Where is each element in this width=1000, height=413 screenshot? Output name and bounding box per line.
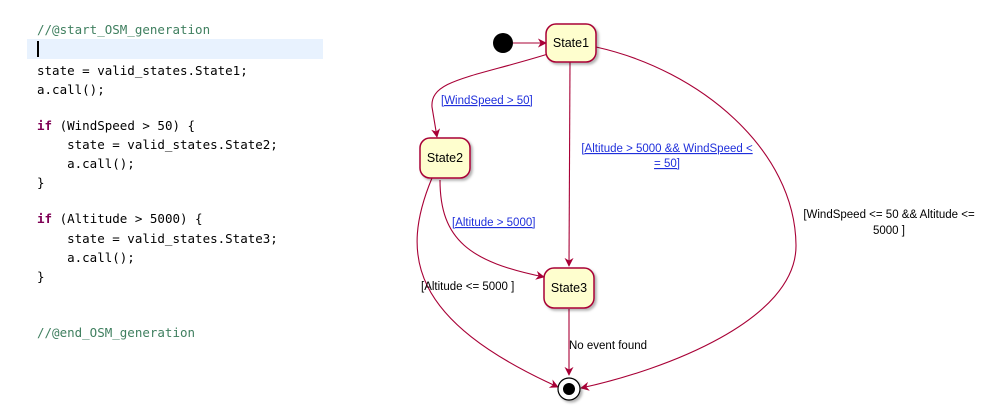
- code-line-end-marker[interactable]: //@end_OSM_generation: [37, 325, 196, 340]
- state-state2[interactable]: State2: [419, 137, 471, 179]
- code-line-state-assign-3[interactable]: state = valid_states.State3;: [37, 231, 278, 246]
- final-node: [557, 377, 581, 401]
- guard-altitude-le-5000: [Altitude <= 5000 ]: [421, 281, 514, 293]
- code-line-call-3[interactable]: a.call();: [37, 250, 135, 265]
- initial-node: [493, 33, 513, 53]
- edge-state1-to-state2: [431, 53, 549, 138]
- state1-label: State1: [553, 36, 589, 50]
- code-line-if-altitude[interactable]: if (Altitude > 5000) {: [37, 211, 203, 226]
- svg-text:= 50]: = 50]: [654, 158, 680, 170]
- state-state3[interactable]: State3: [543, 267, 595, 309]
- svg-text:[Altitude > 5000 && WindSpeed: [Altitude > 5000 && WindSpeed <: [581, 143, 753, 155]
- label-no-event-found: No event found: [569, 340, 647, 352]
- text-caret: [37, 41, 39, 57]
- state2-label: State2: [427, 151, 463, 165]
- code-line-current[interactable]: [27, 39, 323, 59]
- code-line-state-assign-1[interactable]: state = valid_states.State1;: [37, 63, 248, 78]
- code-editor[interactable]: //@start_OSM_generation state = valid_st…: [0, 0, 330, 413]
- svg-text:[WindSpeed <= 50 && Altitude <: [WindSpeed <= 50 && Altitude <=: [803, 209, 975, 221]
- edge-state1-to-end: [580, 46, 797, 391]
- code-line-call-1[interactable]: a.call();: [37, 82, 105, 97]
- edge-state2-to-state3: [439, 179, 545, 280]
- code-line-close-brace-1[interactable]: }: [37, 175, 45, 190]
- code-line-if-windspeed[interactable]: if (WindSpeed > 50) {: [37, 118, 196, 133]
- state-state1[interactable]: State1: [545, 23, 597, 63]
- code-line-call-2[interactable]: a.call();: [37, 156, 135, 171]
- guard-windspeed-le-50-and-altitude: [WindSpeed <= 50 && Altitude <= 5000 ]: [803, 209, 975, 237]
- edge-state1-to-state3: [564, 61, 574, 267]
- code-line-close-brace-2[interactable]: }: [37, 269, 45, 284]
- guard-altitude-gt-5000-and-windspeed[interactable]: [Altitude > 5000 && WindSpeed < = 50]: [581, 143, 753, 170]
- code-line-state-assign-2[interactable]: state = valid_states.State2;: [37, 137, 278, 152]
- svg-text:5000 ]: 5000 ]: [873, 225, 905, 237]
- code-line-start-marker[interactable]: //@start_OSM_generation: [37, 22, 211, 37]
- state3-label: State3: [551, 281, 587, 295]
- guard-altitude-gt-5000[interactable]: [Altitude > 5000]: [452, 217, 535, 229]
- guard-windspeed-gt-50[interactable]: [WindSpeed > 50]: [441, 95, 533, 107]
- edge-state2-to-end: [416, 177, 559, 388]
